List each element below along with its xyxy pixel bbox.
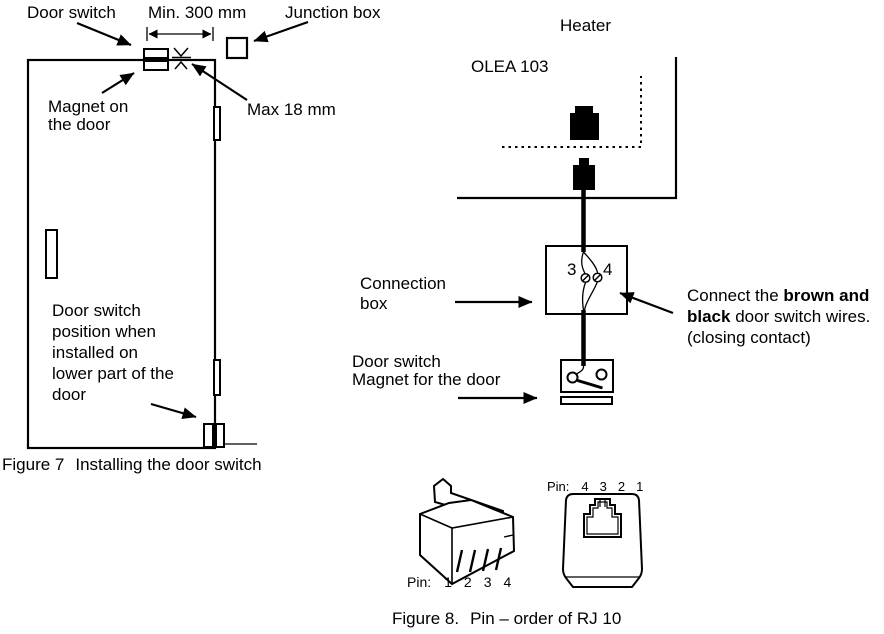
position-note-line3: installed on — [52, 343, 139, 362]
heater-arrows — [455, 291, 674, 404]
position-note-line4: lower part of the — [52, 364, 174, 383]
plug-pin-row: Pin: 1 2 3 4 — [407, 574, 511, 590]
door-switch-magnet-label: Door switch Magnet for the door — [352, 353, 500, 389]
connect-note-line3: (closing contact) — [687, 328, 811, 347]
magnet-label-line1: Magnet on — [48, 97, 129, 116]
plug-pin-3: 3 — [483, 574, 492, 590]
heater-socket — [570, 106, 599, 140]
jack-pin-4: 4 — [581, 479, 589, 494]
jack-pin-row: Pin: 4 3 2 1 — [547, 479, 643, 494]
door-switch-arrow — [76, 21, 132, 47]
plug-pin-2: 2 — [463, 574, 472, 590]
connect-note-line1-regular: Connect the — [687, 286, 784, 305]
jack-socket-inner — [586, 501, 619, 535]
junction-box-square — [225, 36, 249, 60]
position-arrow — [150, 402, 197, 420]
jack-pin-3: 3 — [599, 479, 607, 494]
min-dimension-label: Min. 300 mm — [148, 3, 247, 22]
magnet-arrow — [101, 72, 135, 94]
plug-body — [419, 498, 516, 586]
figure7-arrows — [76, 20, 309, 420]
door-switch-magnet-line2: Magnet for the door — [352, 370, 501, 389]
figure8-caption: Figure 8. Pin – order of RJ 10 — [392, 608, 621, 629]
door-switch-label: Door switch — [27, 3, 116, 22]
connect-note-line2-bold: black — [687, 307, 731, 326]
figure8-caption-label: Figure 8. — [392, 609, 460, 628]
connection-box-label-line2: box — [360, 294, 388, 313]
jack-body — [561, 493, 644, 588]
junction-box-arrow — [253, 20, 309, 43]
figure7-caption-label: Figure 7 — [2, 455, 65, 474]
door-edge-strike-upper — [213, 106, 221, 141]
connection-box-label-line1: Connection — [360, 274, 447, 293]
position-note-line2: position when — [52, 322, 156, 341]
figure8-caption-title: Pin – order of RJ 10 — [470, 609, 622, 628]
plug-pin-label: Pin: — [407, 574, 432, 590]
connect-note-line2-regular: door switch wires. — [730, 307, 871, 326]
rj10-plug — [419, 477, 516, 586]
heater-label: Heater — [560, 16, 612, 35]
figure7-drawing — [26, 20, 309, 450]
plug-notch — [503, 534, 514, 538]
jack-pin-label: Pin: — [547, 479, 570, 494]
plug-pin-4: 4 — [503, 574, 512, 590]
heater-drawing — [455, 57, 678, 405]
plug-pin-1: 1 — [444, 574, 452, 590]
figure8-drawing — [419, 477, 644, 588]
figure7-caption-title: Installing the door switch — [75, 455, 262, 474]
door-switch-rect — [143, 48, 169, 59]
plug-edges — [419, 513, 514, 584]
connection-box-label: Connection box — [360, 274, 446, 314]
magnet-label-line2: the door — [48, 115, 111, 134]
gap-marks — [172, 47, 191, 70]
magnet-rect — [143, 60, 169, 71]
connect-note-line1-bold: brown and — [783, 286, 870, 305]
heater-corner-outline — [457, 57, 678, 200]
position-note-line5: door — [52, 385, 87, 404]
jack-pin-1: 1 — [636, 479, 644, 494]
bottom-switch-rect — [203, 423, 214, 448]
jack-pin-slots — [599, 500, 606, 507]
position-note-line1: Door switch — [52, 301, 141, 320]
terminal-4-label: 4 — [603, 260, 613, 279]
door-outline — [26, 58, 217, 450]
terminals — [580, 272, 603, 284]
note-arrow — [619, 291, 674, 315]
jack-pin-2: 2 — [617, 479, 626, 494]
heater-plug — [573, 158, 595, 190]
max-dimension-label: Max 18 mm — [247, 100, 336, 119]
dimension-arrow — [146, 27, 214, 41]
position-note: Door switch position when installed on l… — [52, 300, 174, 405]
olea-model-label: OLEA 103 — [471, 57, 549, 76]
magnet-label: Magnet on the door — [48, 98, 128, 134]
magnet-bar — [560, 396, 613, 405]
connect-note: Connect the brown and black door switch … — [687, 285, 870, 348]
heater-dotted-outline — [502, 76, 642, 148]
junction-box-label: Junction box — [285, 3, 381, 22]
plug-contact-slots — [455, 547, 503, 573]
door-edge-strike-lower — [213, 359, 221, 396]
rj10-jack — [561, 493, 644, 588]
switch-symbol — [566, 365, 608, 390]
door-handle — [45, 229, 58, 279]
max18-arrow — [191, 63, 248, 101]
figure7-caption: Figure 7 Installing the door switch — [2, 454, 262, 475]
jack-socket-opening — [583, 498, 622, 538]
terminal-3-label: 3 — [567, 260, 577, 279]
box-wires — [580, 251, 599, 311]
bottom-magnet-rect — [215, 423, 225, 448]
door-switch-magnet-line1: Door switch — [352, 352, 441, 371]
